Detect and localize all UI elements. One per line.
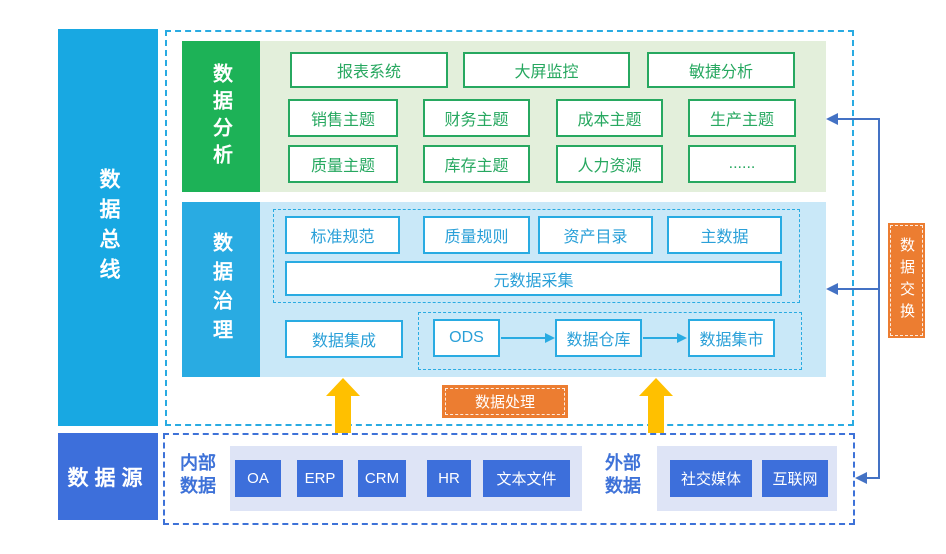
box-ods: ODS <box>433 319 500 357</box>
box-report-system: 报表系统 <box>290 52 448 88</box>
box-social-media: 社交媒体 <box>670 460 752 497</box>
data-processing-box: 数据处理 <box>442 385 568 418</box>
box-hr-theme: 人力资源 <box>556 145 663 183</box>
box-text-files: 文本文件 <box>483 460 570 497</box>
box-internet: 互联网 <box>762 460 828 497</box>
box-finance-theme: 财务主题 <box>423 99 530 137</box>
box-oa: OA <box>235 460 281 497</box>
data-bus-label: 数据总线 <box>97 167 120 288</box>
up-arrow-external-head <box>639 378 673 396</box>
box-metadata-collection: 元数据采集 <box>285 261 782 296</box>
box-cost-theme: 成本主题 <box>556 99 663 137</box>
box-hr: HR <box>427 460 471 497</box>
box-crm: CRM <box>358 460 406 497</box>
box-data-integration: 数据集成 <box>285 320 403 358</box>
box-data-mart: 数据集市 <box>688 319 775 357</box>
arrowhead-to-sources <box>855 472 867 484</box>
box-standard-spec: 标准规范 <box>285 216 400 254</box>
up-arrow-internal-shaft <box>335 396 351 433</box>
up-arrow-external-shaft <box>648 396 664 433</box>
data-sources-frame: 内部数据 OA ERP CRM HR 文本文件 外部数据 社交媒体 互联网 <box>163 433 855 525</box>
data-source-label: 数据源 <box>67 466 149 490</box>
standards-group-frame <box>273 209 800 303</box>
analysis-section-label: 数据分析 <box>182 41 260 192</box>
data-source-bar: 数据源 <box>58 433 158 520</box>
up-arrow-external <box>639 378 673 433</box>
up-arrow-internal-head <box>326 378 360 396</box>
box-quality-rules: 质量规则 <box>423 216 530 254</box>
box-production-theme: 生产主题 <box>688 99 796 137</box>
governance-section-label: 数据治理 <box>182 202 260 377</box>
box-inventory-theme: 库存主题 <box>423 145 530 183</box>
data-exchange-box: 数据交换 <box>888 223 925 338</box>
box-sales-theme: 销售主题 <box>288 99 398 137</box>
analysis-section: 报表系统 大屏监控 敏捷分析 销售主题 财务主题 成本主题 生产主题 质量主题 … <box>260 41 826 192</box>
box-quality-theme: 质量主题 <box>288 145 398 183</box>
up-arrow-internal <box>326 378 360 433</box>
external-data-label: 外部数据 <box>605 453 641 497</box>
governance-label-text: 数据治理 <box>209 231 232 348</box>
box-data-warehouse: 数据仓库 <box>555 319 642 357</box>
box-erp: ERP <box>297 460 343 497</box>
governance-section: 标准规范 质量规则 资产目录 主数据 元数据采集 数据集成 ODS 数据仓库 数… <box>260 202 826 377</box>
data-exchange-label: 数据交换 <box>898 236 915 325</box>
box-screen-monitor: 大屏监控 <box>463 52 630 88</box>
box-more-themes: ...... <box>688 145 796 183</box>
internal-data-label: 内部数据 <box>180 453 216 497</box>
box-master-data: 主数据 <box>667 216 782 254</box>
data-bus-bar: 数据总线 <box>58 29 158 426</box>
pipeline-group-frame <box>418 312 802 370</box>
analysis-label-text: 数据分析 <box>209 62 232 171</box>
box-agile-analysis: 敏捷分析 <box>647 52 795 88</box>
box-asset-catalog: 资产目录 <box>538 216 653 254</box>
